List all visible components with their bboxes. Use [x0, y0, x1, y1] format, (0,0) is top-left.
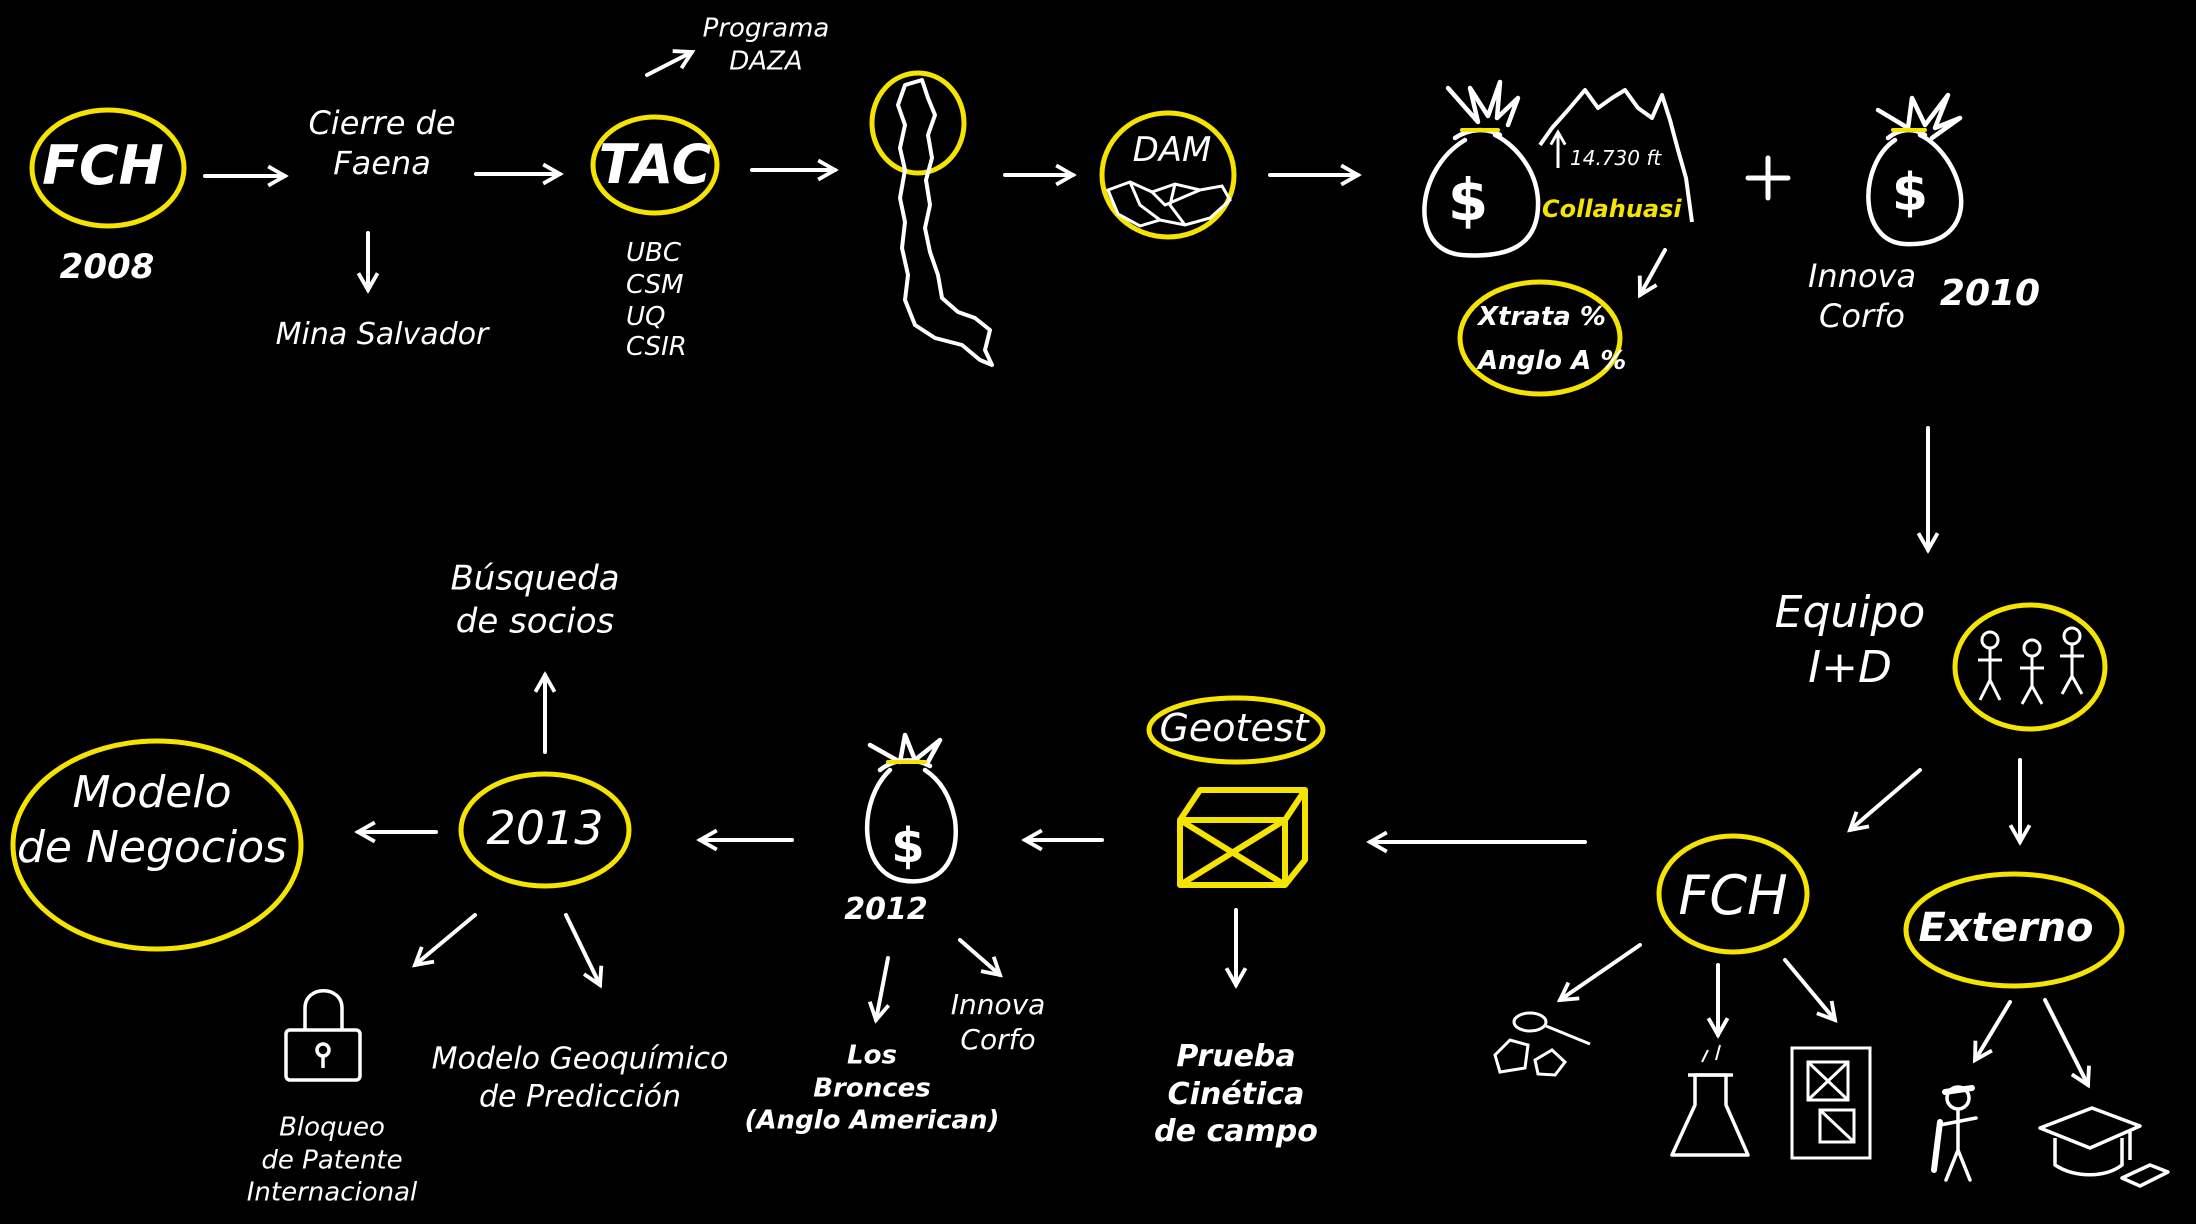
- arrow-2013-geo: [564, 913, 604, 989]
- fch-lower-label: FCH: [1678, 864, 1788, 927]
- partner-uq: UQ: [626, 302, 666, 332]
- fch-label: FCH: [42, 134, 164, 197]
- cierre-de-faena: Cierre de Faena: [308, 104, 456, 182]
- tac-circle: [590, 114, 720, 216]
- geotest-circle: [1146, 695, 1326, 765]
- collahuasi-label: Collahuasi: [1542, 195, 1682, 223]
- modelo-negocios-label: Modelo de Negocios: [16, 767, 288, 873]
- worker-icon: [1931, 1085, 1978, 1182]
- arrow-2013-bloqueo: [412, 913, 477, 968]
- arrow-externo-grad: [2043, 998, 2091, 1089]
- geotest-label: Geotest: [1159, 706, 1309, 750]
- fch-lower-circle: [1656, 833, 1810, 955]
- padlock-icon: [284, 989, 362, 1082]
- bloqueo-patente-label: Bloqueo de Patente Internacional: [246, 1112, 418, 1208]
- xtrata-label: Xtrata %: [1478, 302, 1606, 332]
- equipo-id-label: Equipo I+D: [1774, 587, 1926, 693]
- prueba-cinetica-label: Prueba Cinética de campo: [1154, 1038, 1318, 1149]
- dam-circle: [1099, 110, 1237, 240]
- dam-label: DAM: [1132, 130, 1212, 170]
- altitude-label: 14.730 ft: [1570, 146, 1662, 170]
- externo-circle: [1903, 871, 2125, 989]
- dam-icon: [1106, 180, 1232, 228]
- busqueda-socios-label: Búsqueda de socios: [450, 558, 620, 642]
- chile-map-icon: [896, 78, 994, 367]
- arrow-collahuasi-xtrata: [1637, 248, 1667, 299]
- year-2012: 2012: [844, 892, 928, 927]
- externo-label: Externo: [1918, 905, 2094, 951]
- partner-ubc: UBC: [626, 238, 682, 268]
- year-2008: 2008: [59, 247, 155, 287]
- graduation-cap-icon: [2038, 1106, 2170, 1188]
- flask-icon: [1670, 1044, 1750, 1157]
- plus-icon: [1745, 155, 1791, 201]
- los-bronces-label: Los Bronces (Anglo American): [744, 1040, 1000, 1136]
- partner-csir: CSIR: [626, 332, 687, 362]
- partner-csm: CSM: [626, 270, 684, 300]
- document-icon: [1790, 1046, 1872, 1160]
- mina-salvador: Mina Salvador: [275, 317, 489, 352]
- dollar-sign: $: [891, 818, 924, 874]
- money-bag-icon-collahuasi: [1422, 79, 1541, 258]
- arrow-equipo-fch: [1847, 768, 1922, 833]
- map-circle: [869, 70, 967, 176]
- arrow-fch-rocks: [1556, 943, 1642, 1003]
- dollar-sign: $: [1892, 163, 1928, 223]
- arrow-fch-doc: [1783, 958, 1838, 1023]
- year-2013-circle: [458, 771, 632, 889]
- people-icon: [1978, 626, 2084, 705]
- arrow-2012-bronces: [867, 956, 891, 1024]
- rocks-magnifier-icon: [1493, 1011, 1591, 1077]
- people-circle: [1952, 602, 2108, 732]
- mountain-icon: [1538, 88, 1694, 223]
- innova-corfo-top: Innova Corfo: [1807, 257, 1917, 335]
- programa-daza: Programa DAZA: [702, 13, 830, 77]
- modelo-geoquimico-label: Modelo Geoquímico de Predicción: [431, 1041, 729, 1115]
- fch-circle: [29, 107, 187, 229]
- modelo-negocios-circle: [10, 738, 304, 952]
- dollar-sign: $: [1448, 166, 1488, 234]
- arrow-externo-worker: [1973, 1000, 2012, 1064]
- arrow-2012-innova: [958, 938, 1003, 978]
- box-icon: [1177, 787, 1308, 888]
- xtrata-anglo-circle: [1457, 279, 1623, 397]
- anglo-label: Anglo A %: [1478, 346, 1627, 376]
- money-bag-icon-2012: [864, 732, 958, 884]
- arrow-daza: [645, 49, 696, 77]
- year-2013: 2013: [486, 801, 604, 855]
- tac-label: TAC: [598, 133, 712, 196]
- innova-corfo-bottom: Innova Corfo: [950, 988, 1046, 1056]
- money-bag-icon-innova: [1866, 92, 1964, 247]
- year-2010: 2010: [1939, 273, 2041, 314]
